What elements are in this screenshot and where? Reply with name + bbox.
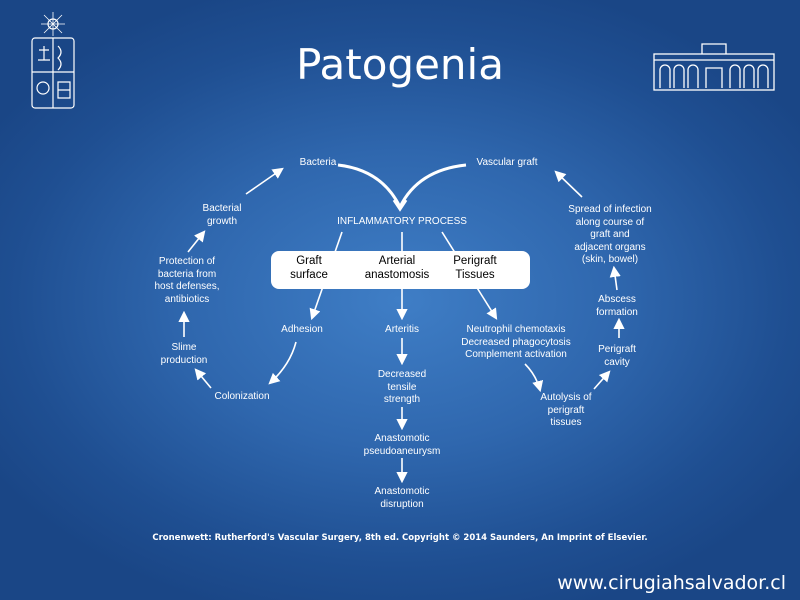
merge-arrow-left bbox=[337, 163, 402, 208]
node-autolysis: Autolysis of perigraft tissues bbox=[540, 392, 592, 428]
node-decreased-tensile-strength: Decreased tensile strength bbox=[377, 369, 427, 405]
node-arteritis: Arteritis bbox=[385, 324, 419, 335]
node-neutrophil-chemotaxis: Neutrophil chemotaxis Decreased phagocyt… bbox=[461, 324, 571, 360]
arrow-adhesion-colonization bbox=[268, 341, 297, 385]
node-vascular-graft: Vascular graft bbox=[476, 157, 538, 168]
merge-arrow-right bbox=[398, 163, 467, 208]
node-bacteria: Bacteria bbox=[299, 157, 337, 168]
node-perigraft-cavity: Perigraft cavity bbox=[598, 344, 636, 368]
box-label-arterial-anastomosis: Arterial anastomosis bbox=[364, 255, 430, 281]
infection-sites-box: Graft surface Arterial anastomosis Perig… bbox=[271, 251, 530, 289]
box-label-graft-surface: Graft surface bbox=[290, 255, 328, 281]
node-protection-of-bacteria: Protection of bacteria from host defense… bbox=[154, 256, 220, 305]
node-inflammatory-process: INFLAMMATORY PROCESS bbox=[337, 216, 467, 227]
slide-title: Patogenia bbox=[296, 40, 504, 89]
arrow-abscess-spread bbox=[609, 265, 621, 291]
arrow-spread-vascular bbox=[554, 170, 583, 198]
box-label-perigraft-tissues: Perigraft Tissues bbox=[453, 255, 497, 281]
arrow-growth-bacteria bbox=[245, 167, 284, 195]
node-abscess-formation: Abscess formation bbox=[596, 294, 638, 318]
arrow-autolysis-cavity bbox=[593, 370, 611, 390]
node-colonization: Colonization bbox=[214, 391, 270, 402]
arrow-neutrophil-autolysis bbox=[524, 363, 544, 393]
node-bacterial-growth: Bacterial growth bbox=[202, 203, 242, 227]
website-url: www.cirugiahsalvador.cl bbox=[557, 572, 786, 594]
source-caption: Cronenwett: Rutherford's Vascular Surger… bbox=[152, 533, 648, 543]
arrow-protection-growth bbox=[187, 230, 206, 253]
node-spread-of-infection: Spread of infection along course of graf… bbox=[568, 204, 652, 265]
hospital-building-icon bbox=[653, 43, 775, 91]
university-emblem-icon bbox=[31, 12, 75, 109]
node-slime-production: Slime production bbox=[160, 342, 208, 366]
node-anastomotic-pseudoaneurysm: Anastomotic pseudoaneurysm bbox=[363, 433, 441, 457]
arrow-colonization-slime bbox=[194, 368, 212, 389]
node-anastomotic-disruption: Anastomotic disruption bbox=[374, 486, 430, 510]
node-adhesion: Adhesion bbox=[281, 324, 323, 335]
